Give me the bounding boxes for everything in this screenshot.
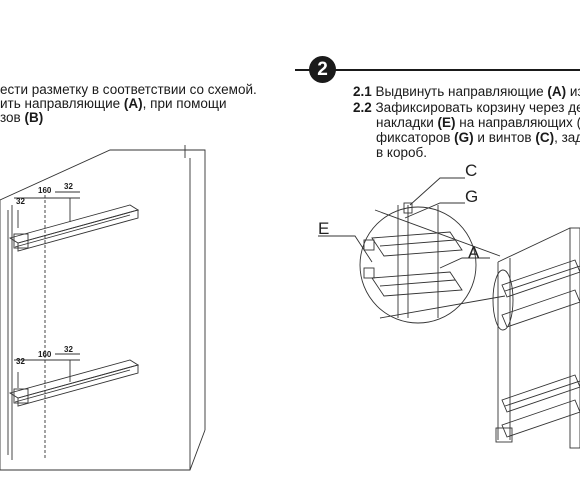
upper-dim-2: 160 [38, 186, 52, 195]
step1-line3: зов (B) [0, 110, 44, 125]
step2-divider-right [334, 69, 580, 71]
step1-line1: ести разметку в соответствии со схемой. [0, 82, 257, 97]
cabinet-with-rails-illustration [0, 145, 206, 471]
step2-number-badge: 2 [309, 56, 336, 83]
lower-dim-3: 32 [64, 345, 73, 354]
step1-line2: ить направляющие (A), при помощи [0, 96, 227, 111]
step2-item1: 2.1 Выдвинуть направляющие (A) из [353, 84, 580, 99]
callout-e: E [318, 219, 330, 238]
callout-g: G [465, 187, 479, 206]
lower-dim-1: 32 [16, 357, 25, 366]
callout-c: C [465, 161, 478, 180]
upper-dim-3: 32 [64, 182, 73, 191]
step2-divider-left [295, 69, 311, 71]
upper-dim-1: 32 [16, 197, 25, 206]
step2-item2-line2: накладки (E) на направляющих ( [376, 115, 580, 130]
callout-a: A [468, 243, 480, 262]
lower-dim-2: 160 [38, 350, 52, 359]
step2-item2-line4: в короб. [376, 145, 427, 160]
step2-item2: 2.2 Зафиксировать корзину через де [353, 100, 580, 115]
step2-item2-line3: фиксаторов (G) и винтов (C), зад [376, 130, 580, 145]
